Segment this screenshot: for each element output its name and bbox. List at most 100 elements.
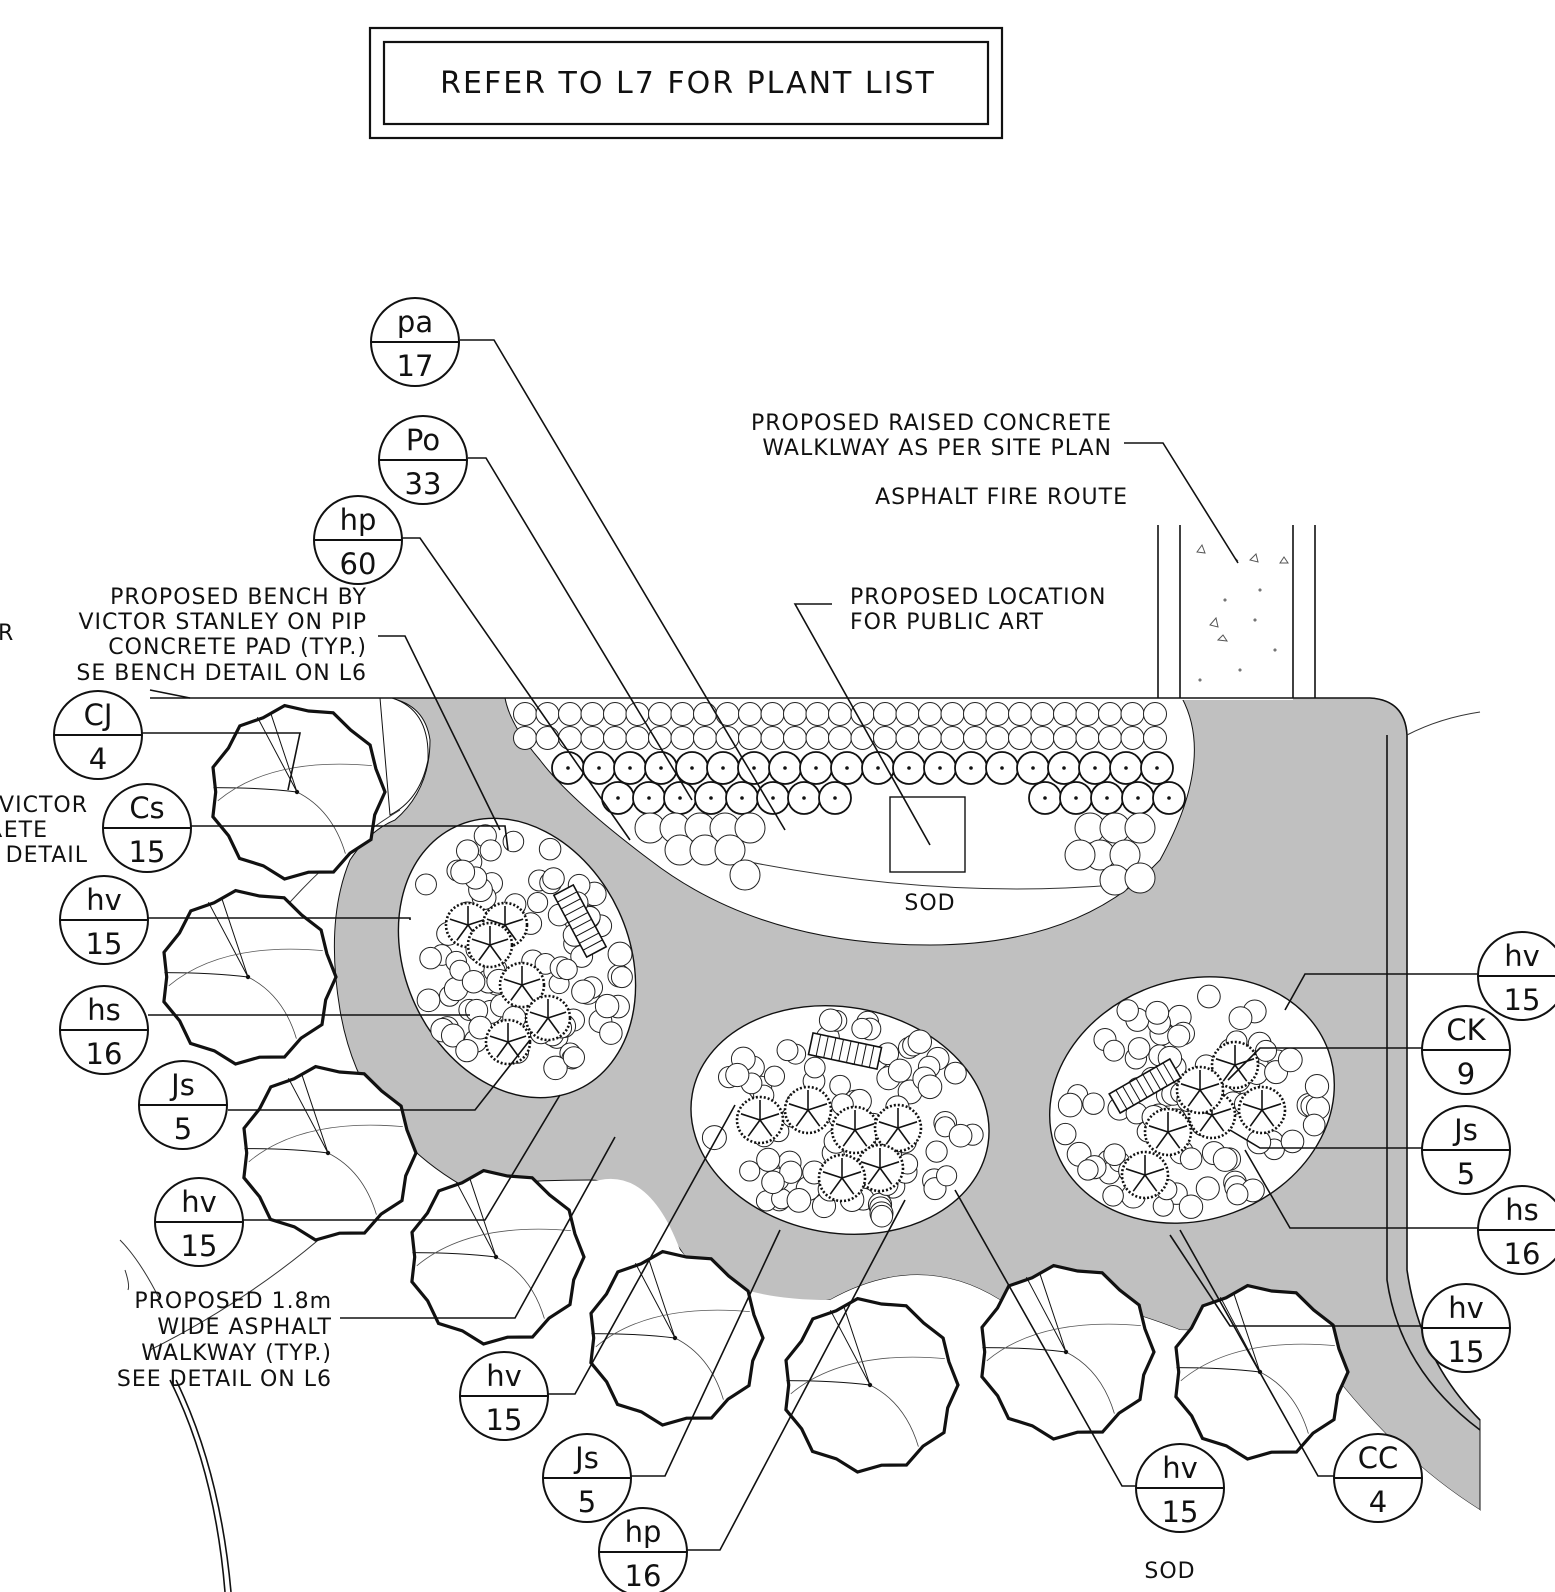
plant-tag-qty: 15 — [129, 835, 166, 869]
shrub-symbol — [603, 702, 627, 726]
shrub-symbol — [918, 726, 942, 750]
asphalt-walkway-label-line4: SEE DETAIL ON L6 — [117, 1367, 332, 1392]
tag-leader-line — [460, 339, 786, 831]
public-art-pad — [889, 796, 966, 873]
shrub-symbol — [582, 751, 616, 785]
shrub-symbol — [805, 702, 830, 726]
shrub-symbol — [1124, 862, 1156, 894]
plant-tag-code: Js — [169, 1068, 195, 1102]
plant-tag-qty: 15 — [1448, 1335, 1485, 1369]
tag-leader-line — [548, 1104, 736, 1395]
tag-leader-line — [191, 825, 509, 851]
shrub-symbol — [828, 702, 852, 726]
plant-tag-qty: 17 — [397, 349, 434, 383]
shrub-symbol — [918, 702, 942, 726]
shrub-symbol — [1008, 702, 1032, 726]
shrub-symbol — [535, 726, 560, 750]
cut-off-label-line4: DETAIL — [6, 843, 88, 868]
shrub-symbol — [1075, 702, 1100, 726]
shrub-symbol — [675, 751, 709, 785]
bench-label: PROPOSED BENCH BY VICTOR STANLEY ON PIP … — [76, 585, 367, 686]
shrub-symbol — [1047, 751, 1081, 785]
plant-tag-qty: 16 — [1504, 1237, 1541, 1271]
shrub-symbol — [1143, 726, 1167, 750]
plant-tag-qty: 5 — [578, 1485, 596, 1519]
shrub-symbol — [828, 726, 852, 750]
evergreen-shrub — [1237, 1085, 1287, 1135]
shrub-symbol — [580, 702, 605, 726]
plant-tag-code: hp — [625, 1515, 662, 1549]
shrub-symbol — [706, 751, 740, 785]
plant-tag-code: hv — [181, 1185, 217, 1219]
shrub-symbol — [1030, 726, 1055, 750]
shrub-symbol — [1120, 702, 1145, 726]
evergreen-shrub — [1210, 1040, 1260, 1090]
shrub-symbol — [1016, 751, 1050, 785]
deciduous-tree — [162, 888, 338, 1066]
plant-tag-code: hv — [1504, 939, 1540, 973]
shrub-symbol — [513, 702, 537, 726]
leader-layer — [142, 339, 1478, 1551]
shrub-symbol — [513, 726, 537, 750]
shrub-symbol — [734, 812, 766, 844]
evergreen-shrub — [1143, 1107, 1193, 1157]
plant-tag-qty: 4 — [1369, 1485, 1387, 1519]
raised-concrete-walkway — [1180, 525, 1293, 700]
sod-label-upper: SOD — [904, 891, 955, 916]
shrub-symbol — [693, 726, 717, 750]
tag-leader-line — [243, 1094, 561, 1221]
shrub-symbol — [729, 859, 761, 891]
plant-tag-cc: CC4 — [1333, 1433, 1423, 1523]
evergreen-shrub — [498, 961, 546, 1009]
shrub-symbol — [738, 726, 762, 750]
shrub-symbol — [603, 726, 627, 750]
shrub-symbol — [1109, 751, 1143, 785]
public-art-label-line2: FOR PUBLIC ART — [850, 610, 1044, 635]
asphalt-walkway-label-line3: WALKWAY (TYP.) — [141, 1341, 332, 1366]
tag-leader-line — [468, 457, 693, 801]
asphalt-walkway-label-line2: WIDE ASPHALT — [157, 1315, 332, 1340]
plant-tag-code: hv — [86, 883, 122, 917]
tag-leader-line — [1284, 973, 1478, 1011]
shrub-symbol — [892, 751, 926, 785]
plant-tag-code: Js — [1452, 1113, 1478, 1147]
evergreen-shrub — [783, 1085, 833, 1135]
deciduous-tree — [1174, 1283, 1350, 1461]
tag-leader-line — [148, 917, 411, 920]
plant-tag-qty: 9 — [1457, 1057, 1475, 1091]
shrub-symbol — [830, 751, 864, 785]
asphalt-walkway-label: PROPOSED 1.8m WIDE ASPHALT WALKWAY (TYP.… — [117, 1289, 332, 1392]
tag-leader-line — [1229, 1129, 1422, 1149]
shrub-symbol — [895, 702, 920, 726]
evergreen-shrub — [873, 1103, 923, 1153]
shrub-symbol — [873, 726, 897, 750]
bench-label-line4: SE BENCH DETAIL ON L6 — [76, 661, 367, 686]
shrub-symbol — [1008, 726, 1032, 750]
shrub-symbol — [1124, 812, 1156, 844]
shrub-symbol — [558, 726, 582, 750]
bench-layer — [552, 883, 1182, 1115]
plant-tag-qty: 16 — [625, 1559, 662, 1592]
shrub-symbol — [1090, 781, 1124, 815]
plant-tag-code: hs — [87, 993, 121, 1027]
shrub-symbol — [625, 726, 650, 750]
evergreen-shrub — [484, 1018, 532, 1066]
deciduous-tree — [784, 1296, 960, 1474]
public-art-label-line1: PROPOSED LOCATION — [850, 585, 1106, 610]
plant-tag-ck: CK9 — [1421, 1005, 1511, 1095]
tag-leader-line — [142, 732, 301, 791]
shrub-symbol — [1030, 702, 1055, 726]
shrub-symbol — [644, 751, 678, 785]
plant-tag-qty: 60 — [340, 547, 377, 581]
shrub-symbol — [1075, 726, 1100, 750]
fire-route-label: ASPHALT FIRE ROUTE — [875, 485, 1128, 510]
tag-leader-line — [687, 1199, 906, 1551]
cut-off-label-line2: VICTOR — [0, 793, 88, 818]
